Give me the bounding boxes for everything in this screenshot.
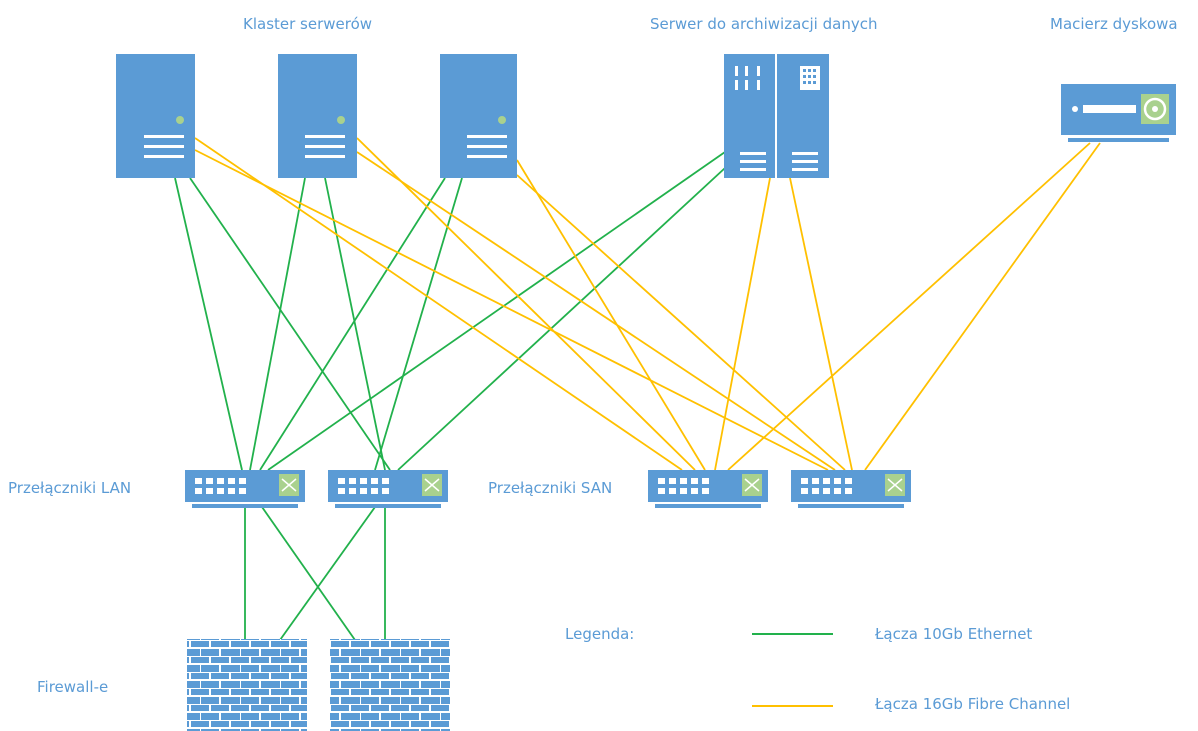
link-server3-lan2 (374, 177, 463, 471)
backup-server (724, 54, 829, 178)
link-server2-lan2 (324, 177, 386, 471)
link-server1-san1 (194, 137, 683, 471)
server-3 (440, 54, 517, 178)
label-cluster: Klaster serwerów (243, 15, 373, 33)
firewall-1 (187, 639, 307, 731)
legend-title: Legenda: (565, 625, 635, 643)
link-backup-san2 (789, 177, 853, 471)
link-server2-lan1 (249, 177, 306, 471)
firewall-2 (330, 639, 450, 731)
link-backup-lan1 (267, 151, 726, 471)
link-server3-san2 (516, 174, 846, 471)
link-server1-san2 (194, 149, 829, 471)
link-backup-san1 (714, 177, 771, 471)
link-backup-lan2 (397, 167, 726, 471)
link-server2-san2 (356, 151, 836, 471)
link-server1-lan2 (189, 177, 391, 471)
label-storage-array: Macierz dyskowa (1050, 15, 1178, 33)
san-switch-1 (648, 470, 768, 508)
link-server2-san1 (356, 137, 696, 471)
lan-switch-2 (328, 470, 448, 508)
legend-ethernet-label: Łącza 10Gb Ethernet (875, 625, 1033, 643)
storage-array (1061, 84, 1176, 142)
link-server1-lan1 (174, 177, 243, 471)
fibre-links (194, 137, 1101, 471)
label-backup-server: Serwer do archiwizacji danych (650, 15, 878, 33)
server-body (278, 54, 357, 178)
label-lan-switches: Przełączniki LAN (8, 479, 132, 497)
server-body (440, 54, 517, 178)
server-body (116, 54, 195, 178)
link-server3-san1 (516, 159, 706, 471)
lan-switch-1 (185, 470, 305, 508)
legend-fibre-label: Łącza 16Gb Fibre Channel (875, 695, 1071, 713)
link-lan2-fw1 (279, 506, 376, 641)
label-firewalls: Firewall-e (37, 678, 109, 696)
san-switch-2 (791, 470, 911, 508)
link-storage-san2 (864, 142, 1101, 471)
link-lan1-fw2 (261, 506, 356, 641)
link-storage-san1 (727, 142, 1091, 471)
label-san-switches: Przełączniki SAN (488, 479, 613, 497)
server-2 (278, 54, 357, 178)
link-server3-lan1 (259, 177, 446, 471)
server-1 (116, 54, 195, 178)
ethernet-links (174, 151, 726, 641)
